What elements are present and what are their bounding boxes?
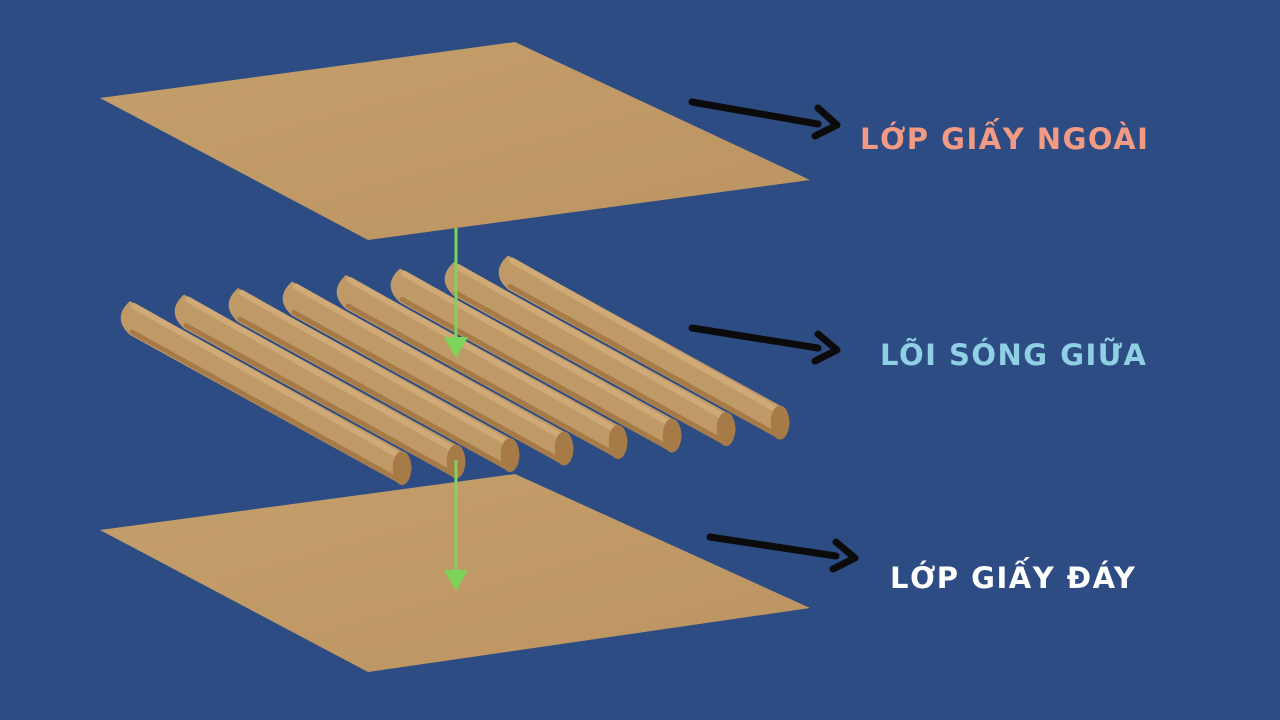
flute-end: [662, 418, 682, 453]
arrow-down-icon: [444, 228, 468, 358]
flute-ridge: [390, 268, 682, 453]
flute-shadow: [345, 303, 621, 459]
top-paper-sheet: [100, 42, 810, 240]
flute-ridge: [498, 255, 790, 440]
flute-shadow: [291, 310, 567, 465]
flute-highlight: [401, 270, 673, 427]
label-bottom-paper: LỚP GIẤY ĐÁY: [890, 557, 1136, 595]
flute-shadow: [183, 323, 459, 478]
flute-ridge: [336, 275, 628, 459]
flute-highlight: [509, 257, 781, 414]
flute-highlight: [239, 290, 511, 446]
flute-shadow: [237, 316, 513, 472]
arrow-right-icon: [706, 533, 859, 573]
arrow-right-icon: [688, 98, 841, 140]
flute-ridge: [120, 301, 412, 485]
arrow-right-icon: [688, 324, 841, 365]
flute-end: [554, 431, 574, 466]
flute-highlight: [293, 283, 565, 440]
flute-end: [770, 405, 790, 440]
flute-ridge: [228, 288, 520, 472]
flute-highlight: [455, 264, 727, 420]
flute-highlight: [347, 277, 619, 433]
flute-shadow: [453, 290, 729, 446]
flute-ridge: [282, 281, 574, 466]
flute-shadow: [507, 284, 783, 439]
flute-end: [392, 451, 412, 485]
flute-highlight: [185, 296, 457, 453]
flute-shadow: [399, 297, 675, 452]
arrow-down-icon: [444, 460, 468, 591]
flute-shadow: [129, 329, 405, 485]
flute-ridge: [174, 294, 466, 479]
label-corrugated-core: LÕI SÓNG GIỮA: [880, 338, 1147, 372]
flute-end: [500, 438, 520, 472]
flute-end: [716, 412, 736, 446]
label-outer-paper: LỚP GIẤY NGOÀI: [860, 118, 1149, 156]
flute-end: [608, 425, 628, 459]
flute-highlight: [131, 303, 403, 459]
flute-ridge: [444, 262, 736, 446]
corrugated-core: [120, 255, 790, 485]
